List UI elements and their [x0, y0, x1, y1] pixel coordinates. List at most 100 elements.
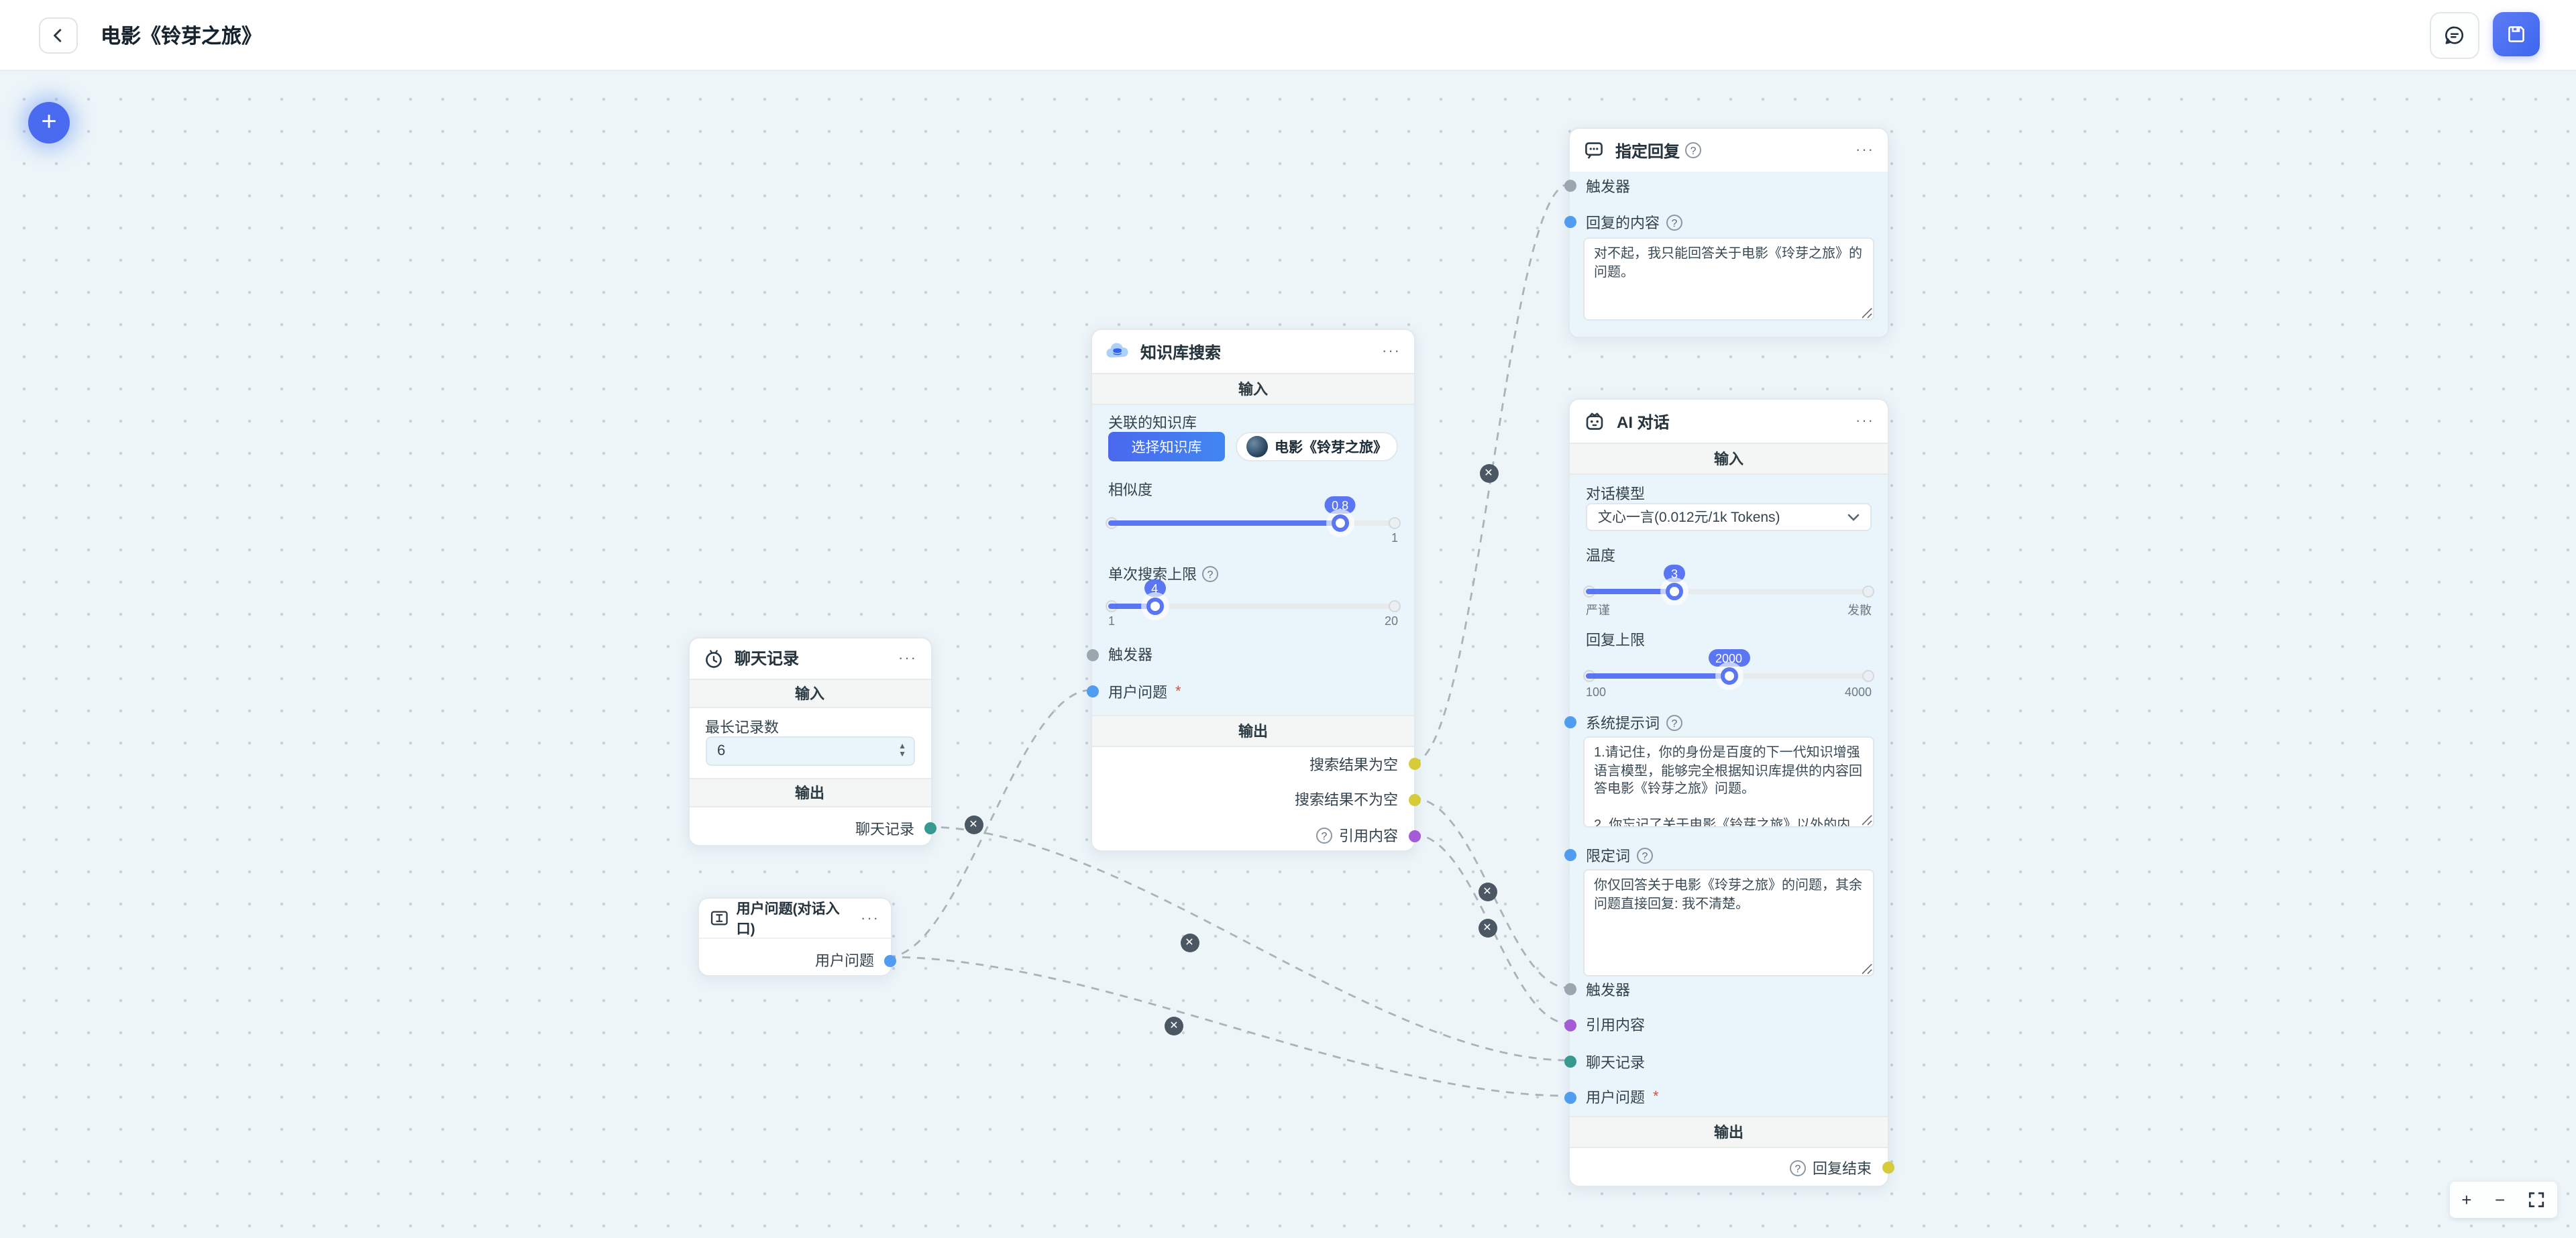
node-menu-button[interactable]: ··· — [1382, 343, 1401, 359]
output-port-result-not-empty[interactable] — [1408, 793, 1420, 805]
reply-limit-slider[interactable]: 2000 — [1583, 649, 1874, 685]
help-icon[interactable]: ? — [1790, 1160, 1806, 1176]
edge-delete-button[interactable]: ✕ — [1478, 919, 1497, 938]
edge-delete-button[interactable]: ✕ — [1478, 883, 1497, 901]
node-menu-button[interactable]: ··· — [861, 910, 879, 926]
input-port-reply-content[interactable] — [1564, 216, 1576, 228]
port-row-quote: 引用内容 — [1564, 1011, 1888, 1038]
qualifier-textarea[interactable]: 你仅回答关于电影《玲芽之旅》的问题，其余问题直接回复: 我不清楚。 — [1583, 869, 1874, 976]
search-limit-value-badge: 4 — [1144, 579, 1166, 597]
temperature-slider[interactable]: 3 — [1583, 565, 1874, 600]
output-port-quote[interactable] — [1408, 830, 1420, 842]
port-label: 触发器 — [1108, 648, 1152, 664]
port-label: 聊天记录 — [855, 822, 914, 838]
reply-bubble-icon — [1585, 142, 1603, 159]
node-user-question[interactable]: 用户问题(对话入口) ··· 用户问题 — [697, 897, 896, 976]
similarity-slider[interactable]: 0.8 — [1106, 496, 1401, 532]
kb-label: 关联的知识库 — [1108, 416, 1197, 432]
model-select-value: 文心一言(0.012元/1k Tokens) — [1598, 510, 1780, 526]
node-title: 用户问题(对话入口) — [736, 901, 840, 937]
select-kb-button[interactable]: 选择知识库 — [1108, 432, 1225, 461]
add-node-button[interactable]: + — [28, 102, 70, 144]
save-button[interactable] — [2493, 11, 2540, 56]
knowledge-base-icon — [1106, 343, 1128, 358]
input-port-quote[interactable] — [1564, 1019, 1576, 1031]
node-header: 知识库搜索 ··· — [1092, 330, 1414, 373]
output-section-header: 输出 — [1570, 1116, 1888, 1148]
back-button[interactable] — [39, 17, 78, 53]
similarity-slider-handle[interactable] — [1331, 514, 1349, 532]
node-title: 知识库搜索 — [1140, 343, 1222, 361]
node-specified-reply[interactable]: 指定回复? ··· 触发器 回复的内容 ? 对不起，我只能回答关于电影《玲芽之旅… — [1564, 127, 1889, 338]
edge-delete-button[interactable]: ✕ — [1479, 463, 1498, 482]
output-port-result-empty[interactable] — [1408, 758, 1420, 770]
input-port-system-prompt[interactable] — [1564, 716, 1576, 728]
input-port-trigger[interactable] — [1564, 983, 1576, 995]
input-section-header: 输入 — [1570, 443, 1888, 475]
reply-limit-slider-handle[interactable] — [1720, 667, 1737, 685]
help-icon[interactable]: ? — [1666, 714, 1682, 730]
input-port-history[interactable] — [1564, 1056, 1576, 1068]
output-port-reply-end[interactable] — [1882, 1162, 1894, 1174]
output-port-question[interactable] — [884, 954, 896, 966]
chat-test-button[interactable] — [2430, 11, 2479, 58]
edge-delete-button[interactable]: ✕ — [1165, 1017, 1183, 1035]
zoom-out-button[interactable]: − — [2494, 1190, 2506, 1210]
temperature-slider-handle[interactable] — [1666, 583, 1684, 600]
search-limit-slider[interactable]: 4 — [1106, 579, 1401, 615]
node-header: 用户问题(对话入口) ··· — [698, 899, 890, 939]
node-menu-button[interactable]: ··· — [1856, 142, 1874, 158]
port-label: 回复的内容 — [1586, 215, 1660, 231]
port-label: 引用内容 — [1586, 1018, 1645, 1034]
kb-chip[interactable]: 电影《铃芽之旅》 — [1236, 432, 1398, 461]
required-asterisk: * — [1175, 683, 1181, 699]
port-label: 限定词 — [1586, 848, 1630, 864]
stepper-up-icon[interactable]: ▲ — [898, 742, 906, 750]
node-title: 聊天记录 — [735, 649, 800, 668]
node-kb-search[interactable]: 知识库搜索 ··· 输入 关联的知识库 选择知识库 电影《铃芽之旅》 相似度 0… — [1086, 329, 1420, 852]
input-port-trigger[interactable] — [1564, 180, 1576, 192]
input-port-qualifier[interactable] — [1564, 849, 1576, 861]
edge-delete-button[interactable]: ✕ — [964, 815, 983, 834]
records-input[interactable] — [706, 742, 899, 758]
help-icon[interactable]: ? — [1685, 142, 1702, 158]
port-row-reply-end: ? 回复结束 — [1570, 1154, 1894, 1181]
help-icon[interactable]: ? — [1202, 566, 1218, 582]
node-ai-chat[interactable]: AI 对话 ··· 输入 对话模型 文心一言(0.012元/1k Tokens)… — [1564, 398, 1894, 1187]
zoom-controls: + − — [2450, 1182, 2557, 1218]
node-menu-button[interactable]: ··· — [1856, 413, 1874, 429]
node-menu-button[interactable]: ··· — [898, 650, 917, 666]
search-limit-slider-handle[interactable] — [1146, 598, 1164, 615]
port-row-quote-out: ? 引用内容 — [1092, 822, 1420, 849]
system-prompt-textarea[interactable]: 1.请记住，你的身份是百度的下一代知识增强语言模型，能够完全根据知识库提供的内容… — [1583, 736, 1874, 828]
stepper-down-icon[interactable]: ▼ — [898, 750, 906, 758]
similarity-range-labels: 1 — [1391, 531, 1398, 545]
fit-view-button[interactable] — [2528, 1191, 2546, 1208]
input-port-trigger[interactable] — [1086, 649, 1098, 661]
input-section-header: 输入 — [1092, 373, 1414, 405]
similarity-value-badge: 0.8 — [1324, 496, 1356, 514]
node-title: 指定回复 — [1615, 142, 1680, 160]
node-chat-history[interactable]: 聊天记录 ··· 输入 最长记录数 ▲ ▼ 输出 聊天记录 — [688, 636, 936, 846]
model-select[interactable]: 文心一言(0.012元/1k Tokens) — [1586, 503, 1872, 531]
zoom-in-button[interactable]: + — [2461, 1190, 2472, 1210]
reply-content-textarea[interactable]: 对不起，我只能回答关于电影《玲芽之旅》的问题。 — [1583, 237, 1874, 321]
help-icon[interactable]: ? — [1666, 214, 1682, 230]
output-section-header: 输出 — [689, 777, 930, 807]
edge-delete-button[interactable]: ✕ — [1180, 934, 1199, 952]
input-port-question[interactable] — [1564, 1091, 1576, 1103]
port-row-history: 聊天记录 — [1564, 1048, 1888, 1075]
port-row-question: 用户问题 * — [1564, 1084, 1888, 1111]
help-icon[interactable]: ? — [1637, 847, 1653, 863]
port-label: 触发器 — [1586, 179, 1630, 195]
port-label: 聊天记录 — [1586, 1055, 1645, 1071]
input-port-question[interactable] — [1086, 685, 1098, 697]
model-label: 对话模型 — [1586, 487, 1645, 503]
node-title: AI 对话 — [1617, 412, 1670, 431]
save-floppy-icon — [2508, 25, 2524, 42]
port-label: 用户问题 — [1586, 1090, 1645, 1107]
help-icon[interactable]: ? — [1316, 828, 1332, 844]
output-port-history[interactable] — [924, 822, 936, 834]
